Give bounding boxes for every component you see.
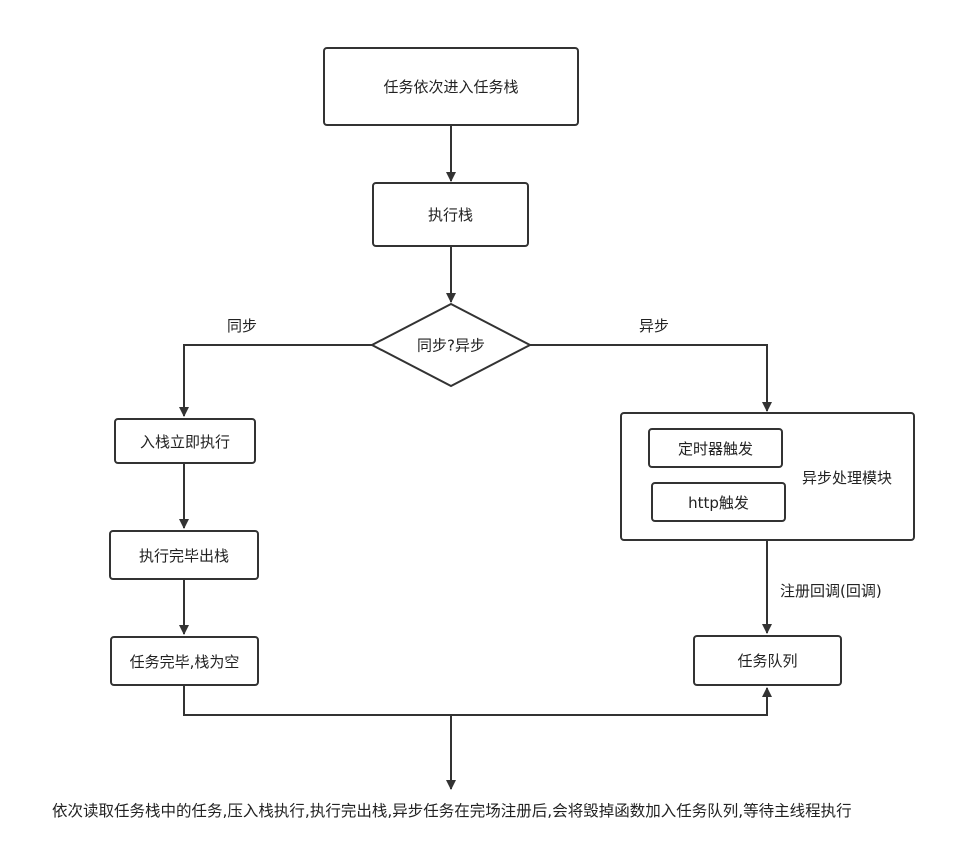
decision-label: 同步?异步 (417, 336, 485, 355)
node-timer-trigger: 定时器触发 (648, 428, 783, 468)
node-exec-stack: 执行栈 (372, 182, 529, 247)
node-timer-trigger-label: 定时器触发 (677, 439, 753, 458)
node-stack-empty: 任务完毕,栈为空 (110, 636, 259, 686)
node-exec-pop: 执行完毕出栈 (109, 530, 259, 580)
async-module-title: 异步处理模块 (802, 469, 893, 487)
edge-sync-branch (179, 344, 372, 417)
node-push-tasks-label: 任务依次进入任务栈 (383, 78, 519, 96)
edge-label-sync: 同步 (227, 317, 258, 335)
node-http-trigger-label: http触发 (688, 493, 749, 512)
node-task-queue-label: 任务队列 (737, 652, 798, 670)
node-exec-pop-label: 执行完毕出栈 (138, 546, 229, 565)
edge-label-async: 异步 (639, 317, 670, 335)
edge-empty-to-queue (183, 685, 772, 716)
node-task-queue: 任务队列 (693, 635, 842, 686)
node-http-trigger: http触发 (651, 482, 786, 522)
edge-label-register-callback: 注册回调(回调) (780, 582, 882, 600)
node-push-tasks: 任务依次进入任务栈 (323, 47, 579, 126)
node-exec-stack-label: 执行栈 (427, 206, 473, 224)
decision-diamond (369, 302, 533, 388)
node-stack-empty-label: 任务完毕,栈为空 (129, 652, 240, 671)
footer-description: 依次读取任务栈中的任务,压入栈执行,执行完出栈,异步任务在完场注册后,会将毁掉函… (52, 802, 852, 820)
node-push-exec-label: 入栈立即执行 (139, 432, 230, 451)
edge-async-branch (530, 344, 772, 412)
node-push-exec: 入栈立即执行 (114, 418, 256, 464)
